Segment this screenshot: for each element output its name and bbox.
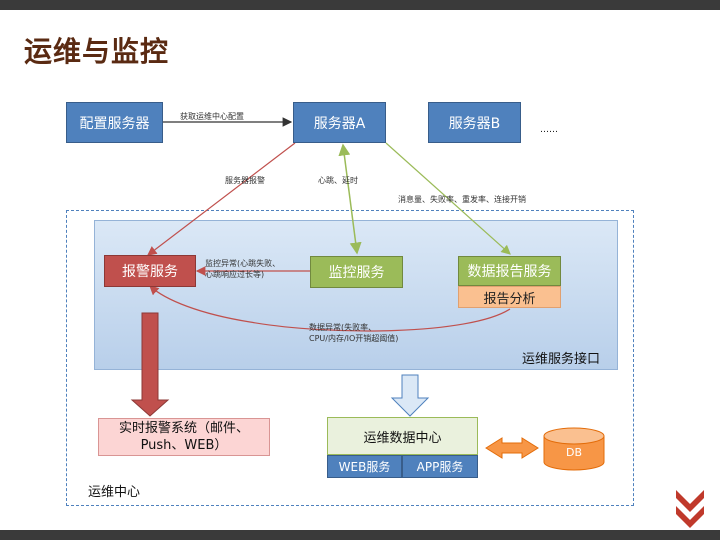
top-bar	[0, 0, 720, 10]
edge-data-anomaly	[149, 285, 511, 332]
page-title: 运维与监控	[24, 35, 170, 68]
get-config-label: 获取运维中心配置	[180, 112, 244, 121]
report-analysis-node: 报告分析	[458, 286, 561, 308]
metrics-label: 消息量、失败率、重发率、连接开销	[398, 195, 526, 204]
app-service-node: APP服务	[402, 455, 478, 478]
realtime-alarm-system-node: 实时报警系统（邮件、 Push、WEB）	[98, 418, 270, 456]
edge-heartbeat	[338, 143, 362, 255]
db-cylinder	[543, 427, 605, 471]
monitor-anomaly-label-line2: 心跳响应过长等)	[205, 270, 265, 279]
realtime-alarm-line2: Push、WEB）	[140, 438, 228, 453]
db-double-arrow	[485, 437, 539, 459]
ops-service-interface-label: 运维服务接口	[522, 352, 601, 367]
monitor-anomaly-label-line1: 监控异常(心跳失败、	[205, 259, 281, 268]
monitor-service-node: 监控服务	[310, 256, 403, 288]
db-label: DB	[565, 445, 583, 459]
bottom-bar	[0, 530, 720, 540]
chevron-down-icon	[676, 490, 704, 528]
alarm-service-node: 报警服务	[104, 255, 196, 287]
alarm-down-arrow	[130, 312, 170, 417]
data-report-service-node: 数据报告服务	[458, 256, 561, 286]
ops-data-center-node: 运维数据中心	[327, 417, 478, 455]
service-alarm-label: 服务器报警	[225, 176, 265, 185]
server-a-node: 服务器A	[293, 102, 386, 143]
realtime-alarm-line1: 实时报警系统（邮件、	[118, 421, 249, 436]
data-anomaly-label-line2: CPU/内存/IO开销超阈值)	[309, 334, 399, 343]
edge-metrics	[385, 142, 511, 255]
ops-center-label: 运维中心	[88, 485, 141, 500]
edge-service-alarm	[147, 142, 296, 256]
interface-down-arrow	[390, 374, 430, 417]
server-b-node: 服务器B	[428, 102, 521, 143]
web-service-node: WEB服务	[327, 455, 402, 478]
data-anomaly-label-line1: 数据异常(失败率、	[309, 323, 377, 332]
config-server-node: 配置服务器	[66, 102, 163, 143]
heartbeat-label: 心跳、延时	[318, 176, 358, 185]
more-servers-ellipsis: ……	[540, 125, 558, 135]
